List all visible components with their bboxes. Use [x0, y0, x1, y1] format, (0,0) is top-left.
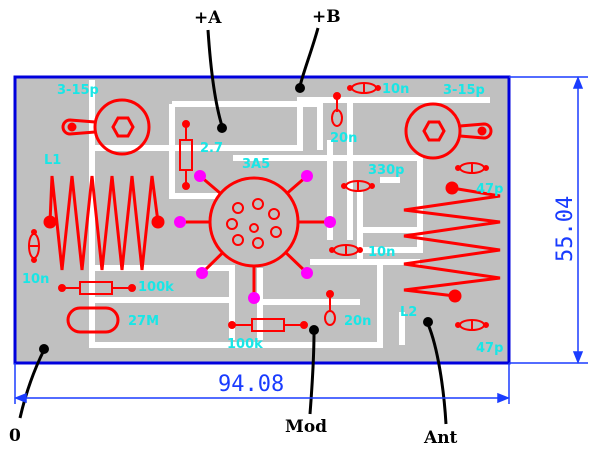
label-cap-20n-top: 20n: [330, 131, 357, 146]
resistor-100k-left: [58, 281, 136, 295]
terminal-label-mod: Mod: [285, 417, 327, 437]
label-cap-10n-left: 10n: [22, 272, 49, 287]
label-trimmer-left: 3-15p: [57, 83, 99, 98]
coil-l2: [403, 181, 501, 303]
trimmer-right: [404, 102, 493, 160]
label-cap-20n-bottom: 20n: [344, 314, 371, 329]
resistor-2-7: [179, 120, 193, 190]
label-cap-10n-mid: 10n: [368, 245, 395, 260]
label-cap-330p: 330p: [368, 163, 404, 178]
dimension-width-label: 94.08: [218, 372, 284, 397]
capacitor-47p-top: [455, 162, 489, 174]
label-crystal: 27M: [128, 314, 159, 329]
terminal-label-ground: 0: [9, 426, 21, 446]
crystal-27m: [66, 306, 120, 334]
label-tube: 3A5: [242, 157, 270, 172]
terminal-label-ant: Ant: [423, 428, 458, 448]
dimension-height-label: 55.04: [553, 196, 578, 262]
leader-lines: [18, 27, 448, 425]
resistor-100k-bottom: [228, 318, 308, 332]
terminal-label-b: +B: [312, 7, 341, 27]
label-cap-10n-top: 10n: [382, 82, 409, 97]
label-resistor-100k-left: 100k: [138, 280, 174, 295]
capacitor-20n-bottom: [324, 290, 336, 326]
capacitor-330p: [341, 180, 375, 192]
tube-socket-3a5: [174, 170, 336, 304]
coil-l1: [43, 175, 165, 271]
label-resistor-2-7: 2.7: [200, 141, 223, 156]
capacitor-10n-mid: [329, 244, 363, 256]
label-cap-47p-bottom: 47p: [476, 341, 503, 356]
label-coil-l2: L2: [400, 305, 417, 320]
dimension-lines: [13, 75, 588, 404]
terminal-label-a: +A: [194, 8, 222, 28]
capacitor-10n-top: [347, 82, 381, 94]
capacitor-47p-bottom: [455, 319, 489, 331]
label-cap-47p-top: 47p: [476, 182, 503, 197]
terminal-pads: [39, 83, 433, 354]
label-coil-l1: L1: [44, 153, 61, 168]
capacitor-20n-top: [331, 92, 343, 127]
label-trimmer-right: 3-15p: [443, 83, 485, 98]
trimmer-left: [61, 98, 151, 156]
label-resistor-100k-bottom: 100k: [227, 337, 263, 352]
capacitor-10n-left: [28, 229, 40, 263]
